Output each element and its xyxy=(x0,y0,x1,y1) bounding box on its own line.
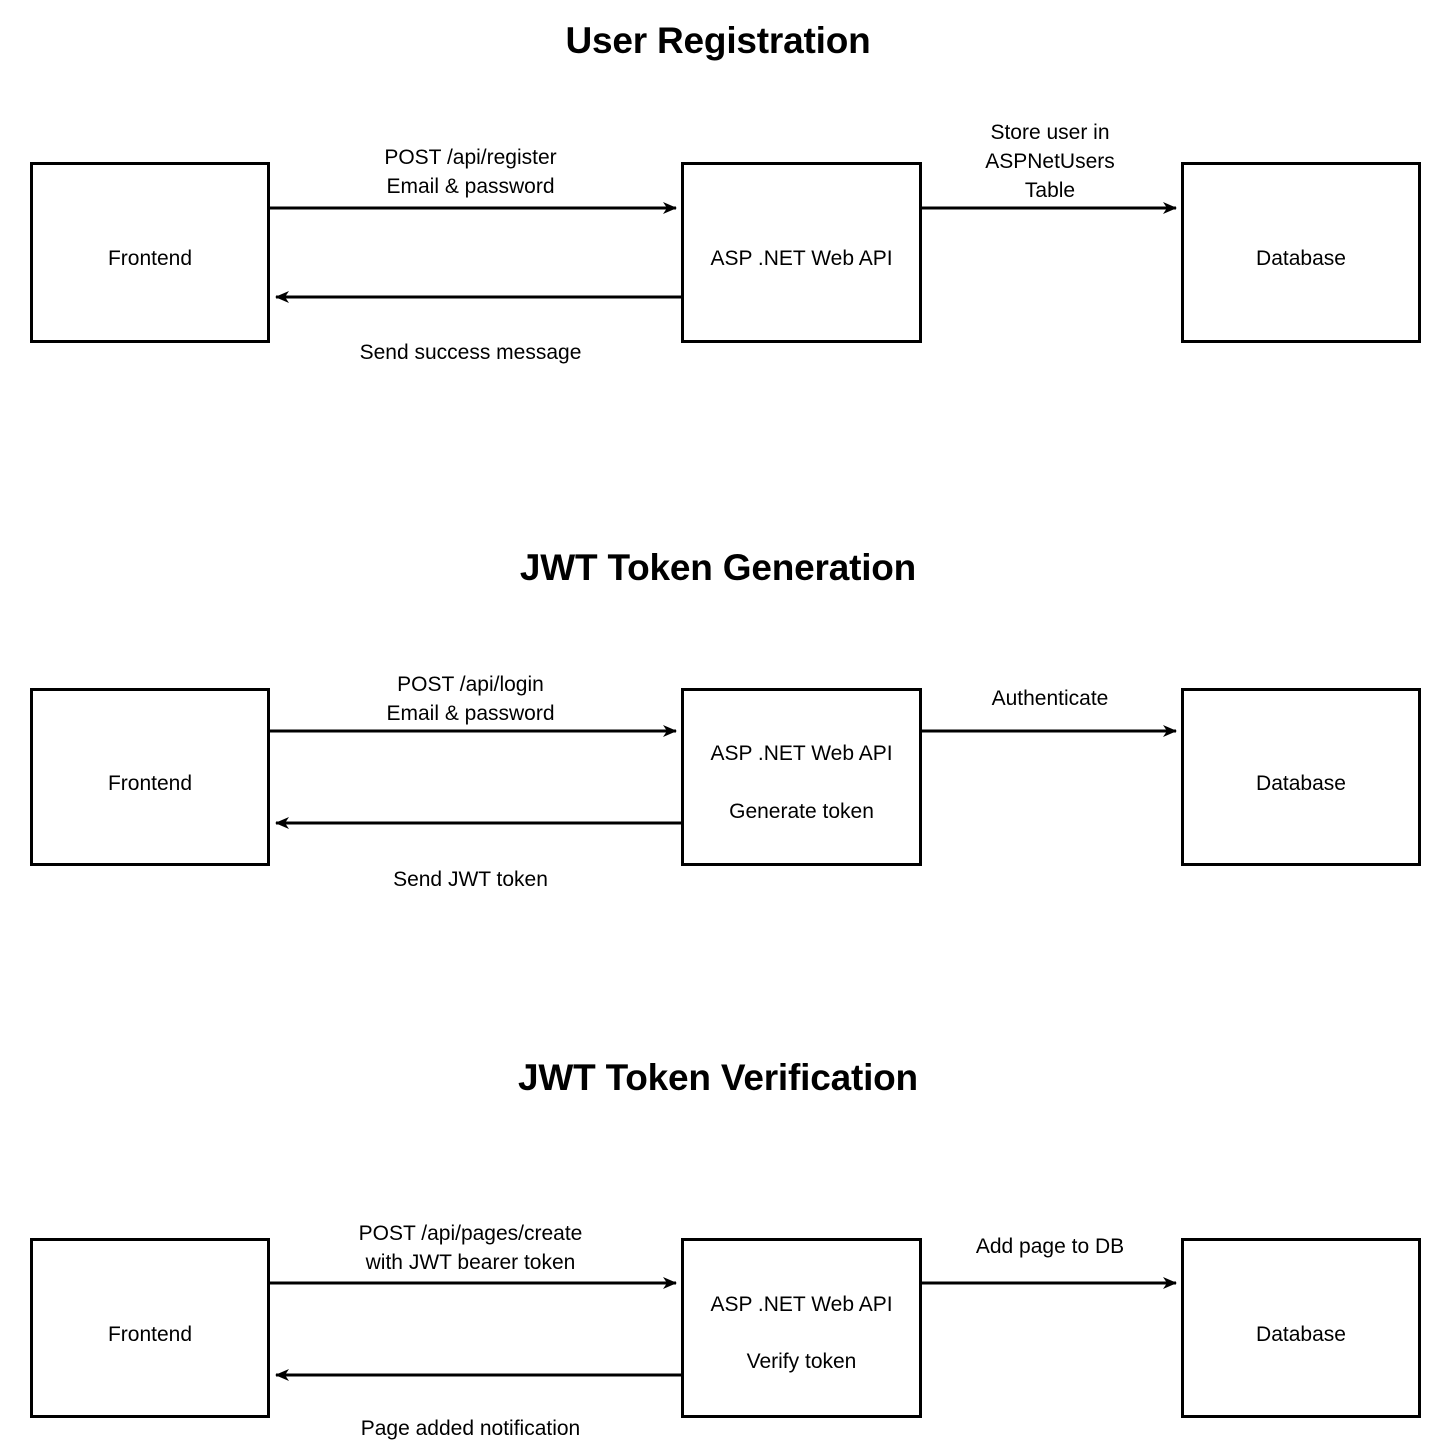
node-frontend-2-label: Frontend xyxy=(107,772,193,795)
edge-label-request-2-line1: POST /api/login xyxy=(397,673,544,696)
node-frontend-1-label: Frontend xyxy=(107,247,193,270)
edge-label-request-3-line1: POST /api/pages/create xyxy=(358,1222,583,1245)
edge-label-response-1: Send success message xyxy=(280,338,661,367)
node-frontend-2[interactable]: Frontend xyxy=(30,688,270,866)
edge-label-db-3: Add page to DB xyxy=(930,1232,1170,1261)
edge-label-request-2-line2: Email & password xyxy=(386,702,555,725)
edge-label-request-1-line2: Email & password xyxy=(386,175,555,198)
node-api-3[interactable]: ASP .NET Web API Verify token xyxy=(681,1238,922,1418)
node-api-3-label-line2: Verify token xyxy=(746,1350,857,1373)
node-api-1[interactable]: ASP .NET Web API xyxy=(681,162,922,343)
edge-label-response-3-line1: Page added notification xyxy=(360,1417,581,1440)
edge-label-db-1: Store user in ASPNetUsers Table xyxy=(930,118,1170,205)
node-database-2-label: Database xyxy=(1256,772,1346,795)
edge-label-db-2: Authenticate xyxy=(930,684,1170,713)
node-api-2[interactable]: ASP .NET Web API Generate token xyxy=(681,688,922,866)
section-2-title: JWT Token Generation xyxy=(519,547,917,588)
edge-label-request-1: POST /api/register Email & password xyxy=(280,143,661,201)
node-api-2-label-line1: ASP .NET Web API xyxy=(710,742,893,765)
edge-label-request-3: POST /api/pages/create with JWT bearer t… xyxy=(280,1219,661,1277)
node-api-3-label-line1: ASP .NET Web API xyxy=(710,1293,893,1316)
node-database-3-label: Database xyxy=(1256,1323,1346,1346)
edge-label-request-3-line2: with JWT bearer token xyxy=(365,1251,576,1274)
node-frontend-3-label: Frontend xyxy=(107,1323,193,1346)
edge-label-response-2: Send JWT token xyxy=(280,865,661,894)
node-frontend-1[interactable]: Frontend xyxy=(30,162,270,343)
node-database-3[interactable]: Database xyxy=(1181,1238,1421,1418)
node-api-1-label-line1: ASP .NET Web API xyxy=(710,247,893,270)
edge-label-request-2: POST /api/login Email & password xyxy=(280,670,661,728)
node-database-1-label: Database xyxy=(1256,247,1346,270)
edge-label-db-2-line1: Authenticate xyxy=(991,687,1109,710)
node-frontend-3[interactable]: Frontend xyxy=(30,1238,270,1418)
node-database-1[interactable]: Database xyxy=(1181,162,1421,343)
section-1-title: User Registration xyxy=(565,20,871,61)
edge-label-db-1-line3: Table xyxy=(1024,179,1076,202)
section-3-title: JWT Token Verification xyxy=(518,1057,918,1098)
node-api-2-label-line2: Generate token xyxy=(729,800,874,823)
edge-label-db-1-line2: ASPNetUsers xyxy=(985,150,1115,173)
edge-label-db-3-line1: Add page to DB xyxy=(975,1235,1125,1258)
edge-label-db-1-line1: Store user in xyxy=(990,121,1110,144)
section-user-registration: User Registration Frontend ASP .NET Web … xyxy=(0,0,1436,480)
edge-label-response-3: Page added notification xyxy=(280,1414,661,1443)
edge-label-response-2-line1: Send JWT token xyxy=(393,868,548,891)
edge-label-request-1-line1: POST /api/register xyxy=(384,146,557,169)
edge-label-response-1-line1: Send success message xyxy=(359,341,582,364)
node-database-2[interactable]: Database xyxy=(1181,688,1421,866)
